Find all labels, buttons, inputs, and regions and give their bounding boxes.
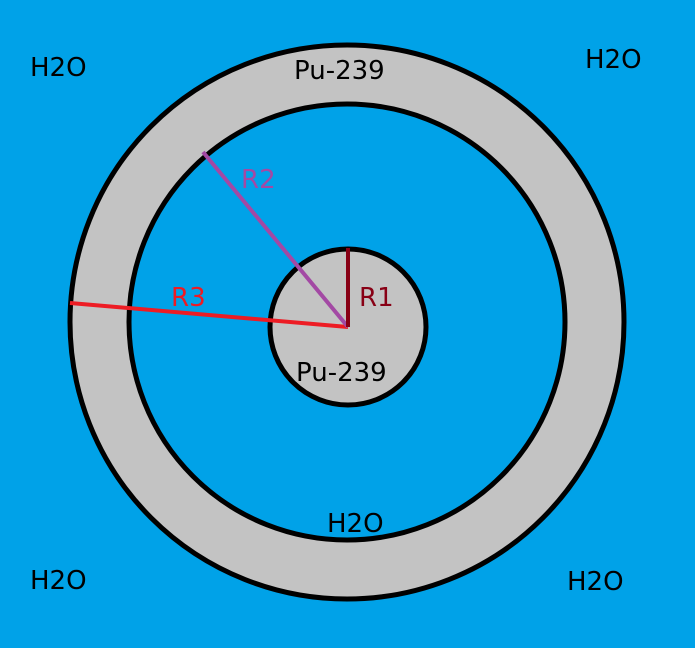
water-label-bottom-right: H2O	[567, 567, 624, 597]
radius-r3-label: R3	[171, 283, 206, 313]
water-label-bottom-left: H2O	[30, 566, 87, 596]
radius-r2-line	[201, 150, 350, 329]
water-label-top-right: H2O	[585, 45, 642, 75]
water-gap-label: H2O	[327, 509, 384, 539]
radius-r3-line	[69, 301, 349, 329]
shell-material-label: Pu-239	[294, 56, 385, 86]
radius-r1-label: R1	[359, 283, 394, 313]
radius-r2-label: R2	[241, 165, 276, 195]
core-material-label: Pu-239	[296, 358, 387, 388]
water-label-top-left: H2O	[30, 53, 87, 83]
